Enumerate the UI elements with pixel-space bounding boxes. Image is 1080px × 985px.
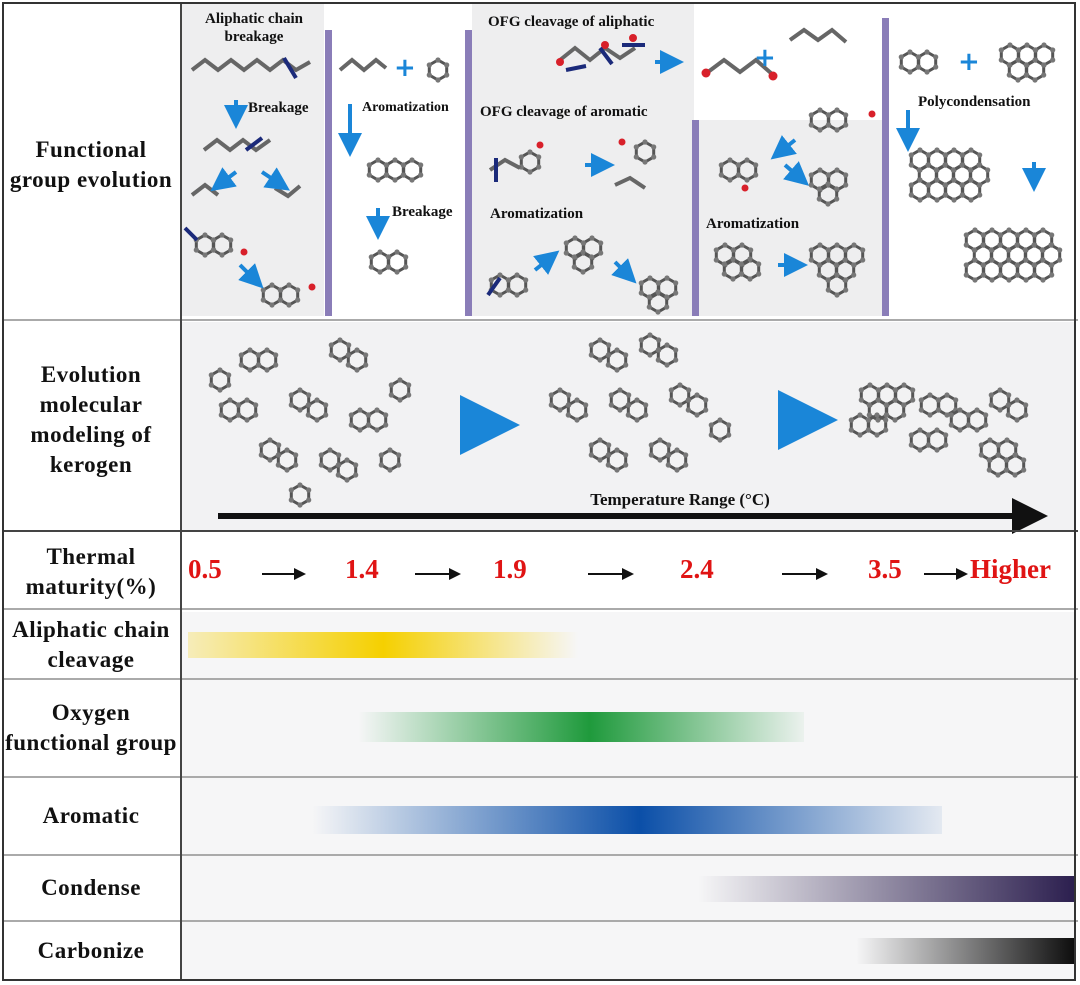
maturity-value-1: 1.4 <box>345 554 379 584</box>
stage-separator <box>325 30 332 316</box>
stage-title-aromatization-2: Aromatization <box>490 206 584 222</box>
maturity-value-5: Higher <box>970 554 1051 584</box>
stage-title-ofg-aromatic: OFG cleavage of aromatic <box>480 104 648 120</box>
bar-carbonize <box>856 938 1076 964</box>
divider <box>2 530 1078 532</box>
stage-title-ofg-aliphatic: OFG cleavage of aliphatic <box>488 14 655 30</box>
row-label-thermal-maturity: Thermal maturity(%) <box>25 544 157 599</box>
bar-condense <box>698 876 1076 902</box>
maturity-value-3: 2.4 <box>680 554 714 584</box>
stage-title-breakage-2: Breakage <box>392 204 453 220</box>
stage-title-breakage-1: Breakage <box>248 100 309 116</box>
maturity-value-2: 1.9 <box>493 554 527 584</box>
stage-separator <box>692 120 699 316</box>
divider <box>2 319 1078 321</box>
row-label-functional-group-evolution: Functional group evolution <box>9 137 173 192</box>
row-label-evolution-modeling: Evolution molecular modeling of kerogen <box>30 362 152 477</box>
stage-title-polycondensation: Polycondensation <box>918 94 1031 110</box>
row-label-aromatic: Aromatic <box>42 803 140 828</box>
divider <box>2 678 1078 680</box>
maturity-value-0: 0.5 <box>188 554 222 584</box>
label-column-divider <box>180 2 182 981</box>
stage-separator <box>465 30 472 316</box>
stage-separator <box>882 18 889 316</box>
bar-aromatic <box>312 806 942 834</box>
svg-text:+: + <box>958 47 980 77</box>
stage-title-aliphatic-chain-breakage: Aliphatic chain breakage <box>205 11 303 45</box>
stage-title-aromatization-3: Aromatization <box>706 216 800 232</box>
row-label-condense: Condense <box>41 875 141 900</box>
bar-aliphatic-chain-cleavage <box>188 632 578 658</box>
bar-oxygen-functional-group <box>358 712 804 742</box>
maturity-value-4: 3.5 <box>868 554 902 584</box>
row-label-aliphatic-chain-cleavage: Aliphatic chain cleavage <box>12 617 170 672</box>
row-label-carbonize: Carbonize <box>37 938 145 963</box>
divider <box>2 854 1078 856</box>
divider <box>2 608 1078 610</box>
divider <box>2 920 1078 922</box>
svg-text:+: + <box>754 43 776 73</box>
divider <box>2 776 1078 778</box>
stage-title-aromatization-1: Aromatization <box>362 100 449 115</box>
row-label-oxygen-functional-group: Oxygen functional group <box>5 700 177 755</box>
svg-text:+: + <box>394 53 416 83</box>
temperature-range-label: Temperature Range (°C) <box>590 490 770 509</box>
